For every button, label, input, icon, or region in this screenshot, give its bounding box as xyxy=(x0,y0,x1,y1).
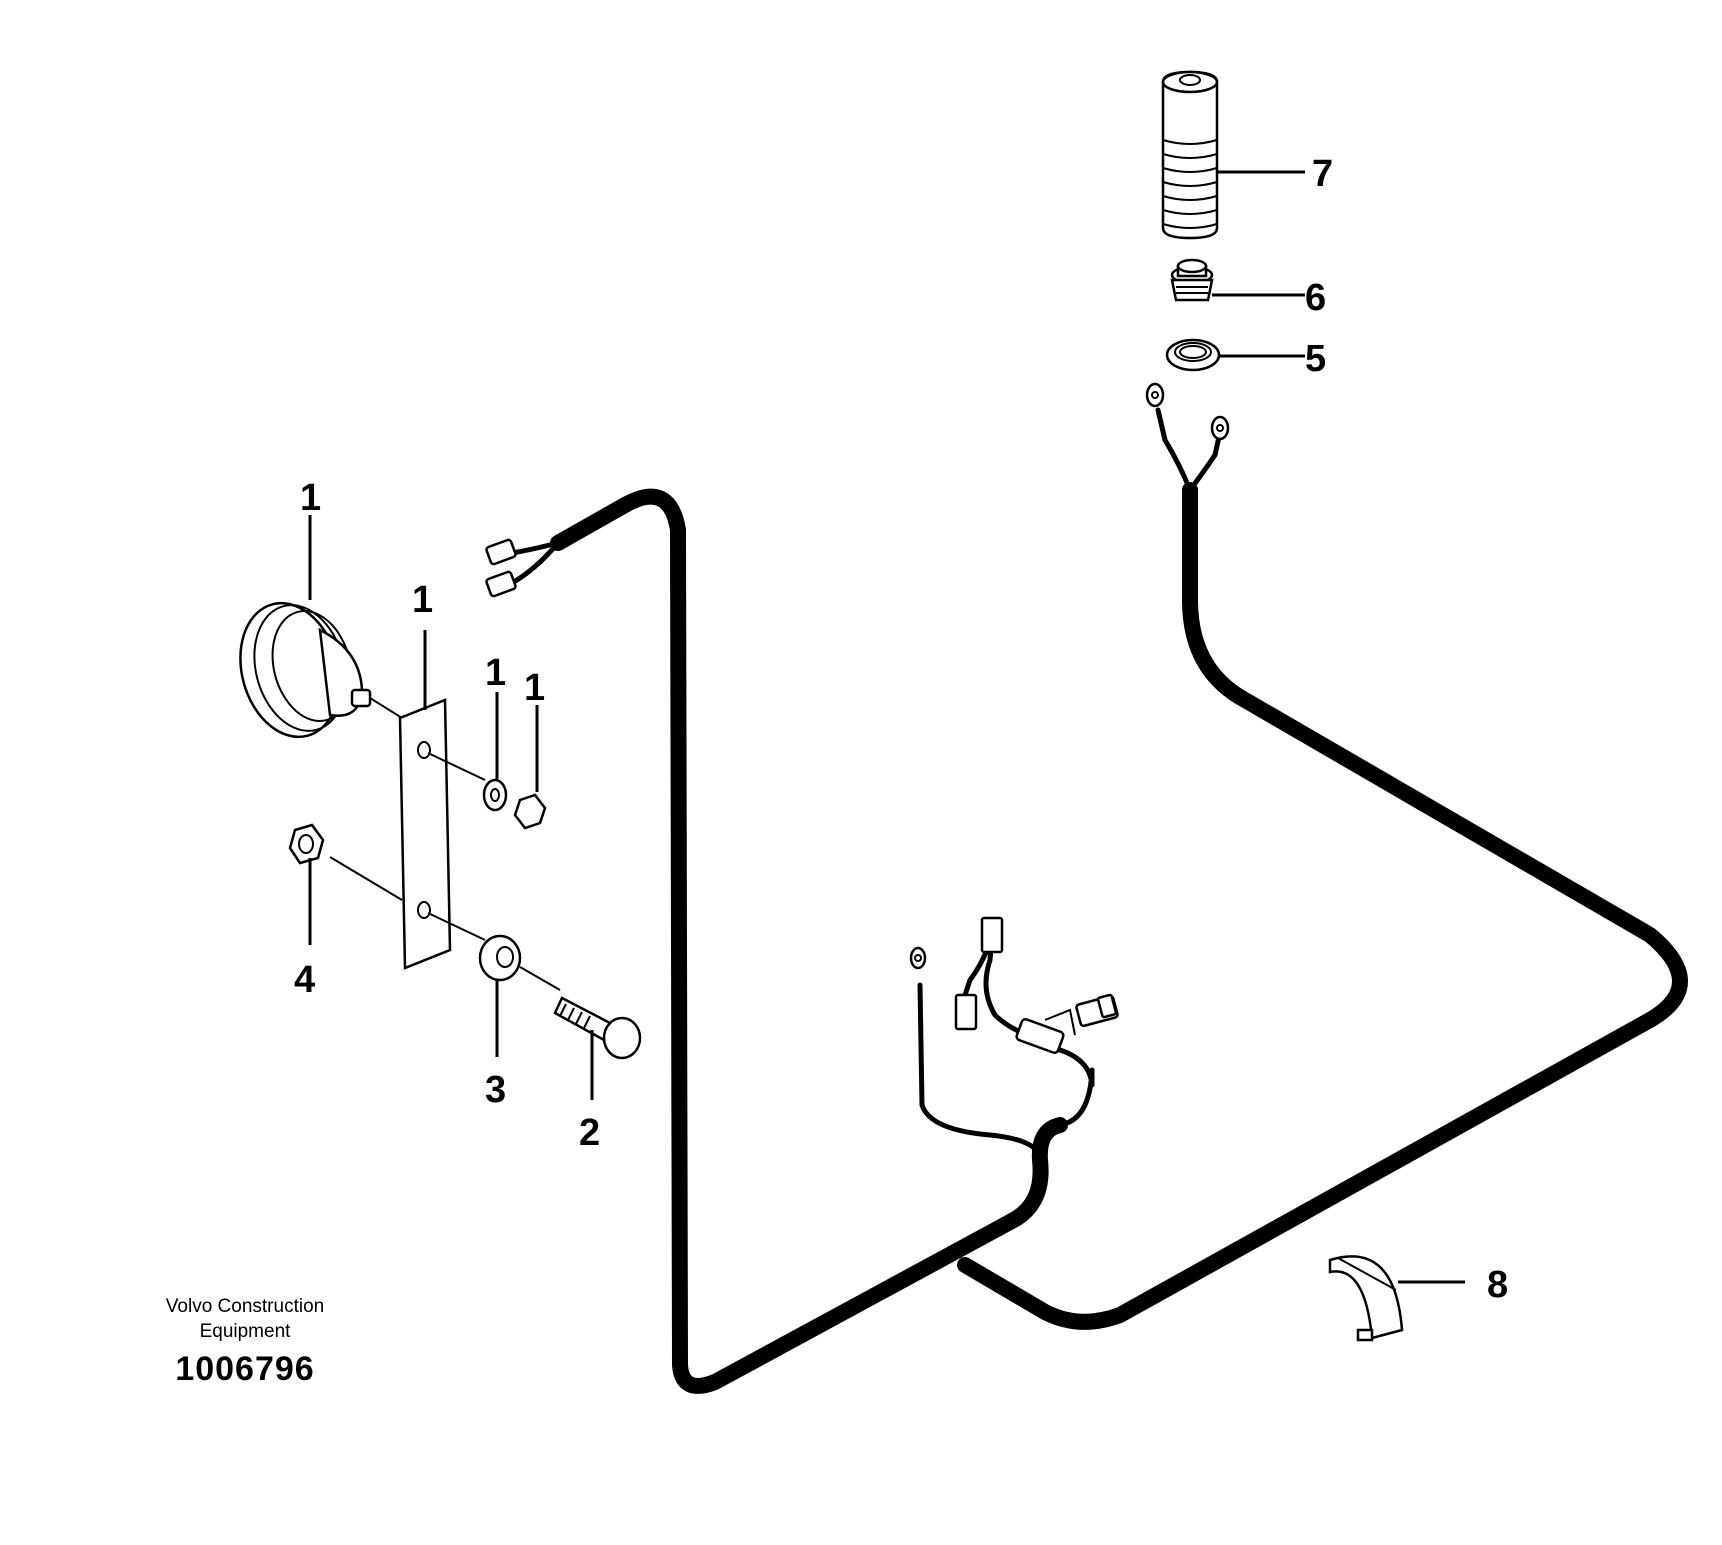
callout-spacer: 3 xyxy=(485,1069,506,1111)
lower-branch xyxy=(909,916,1119,1163)
callout-nut: 4 xyxy=(294,959,315,1001)
clip-part xyxy=(1328,1255,1404,1342)
cable-harness xyxy=(550,482,1688,1394)
bolt-part xyxy=(553,996,642,1060)
callout-washer-small: 1 xyxy=(485,652,506,694)
callout-numbers: 1 1 1 1 4 3 2 7 6 5 8 xyxy=(294,153,1508,1306)
callout-switch: 6 xyxy=(1305,277,1326,319)
leader-lines xyxy=(308,170,1465,1284)
brand-caption: Volvo Construction Equipment xyxy=(130,1294,360,1344)
callout-ring: 5 xyxy=(1305,338,1326,380)
boot-part xyxy=(1161,70,1219,240)
ring-part xyxy=(1165,338,1221,372)
switch-part xyxy=(1170,258,1214,302)
callout-nut-small: 1 xyxy=(524,667,545,709)
callout-horn: 1 xyxy=(300,477,321,519)
bracket-part xyxy=(329,698,561,991)
drawing-number: 1006796 xyxy=(175,1350,315,1388)
twin-connectors xyxy=(485,538,561,598)
spacer-part xyxy=(478,934,522,982)
callout-bracket: 1 xyxy=(412,579,433,621)
brand-line-2: Equipment xyxy=(199,1321,291,1342)
nut-part xyxy=(288,823,325,865)
brand-line-1: Volvo Construction xyxy=(165,1296,325,1317)
callout-bolt: 2 xyxy=(579,1112,600,1154)
horn-part xyxy=(239,601,403,739)
switch-branch xyxy=(1145,382,1230,493)
small-fasteners xyxy=(482,778,547,830)
callout-boot: 7 xyxy=(1312,153,1333,195)
callout-clip: 8 xyxy=(1487,1264,1508,1306)
